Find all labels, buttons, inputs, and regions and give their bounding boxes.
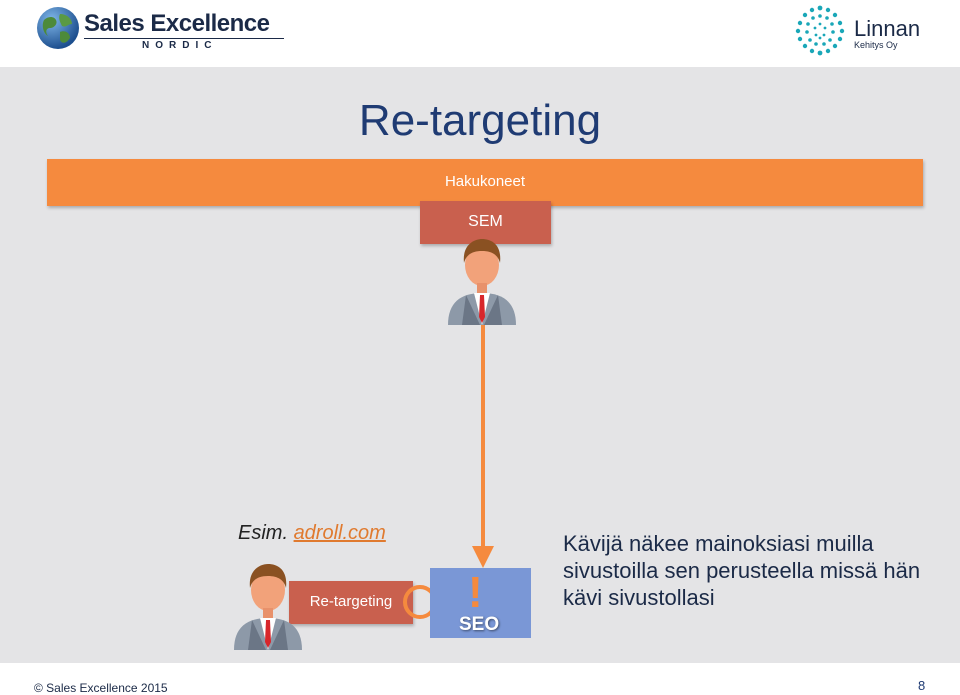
logo-divider	[84, 38, 284, 39]
hakukoneet-bar: Hakukoneet	[47, 159, 923, 206]
linnan-logo[interactable]: Linnan Kehitys Oy	[792, 2, 932, 58]
sales-excellence-logo[interactable]: Sales Excellence NORDIC	[36, 6, 284, 54]
footer	[0, 663, 960, 695]
sem-box: SEM	[420, 201, 551, 244]
linnan-sub: Kehitys Oy	[854, 40, 898, 50]
seo-label: SEO	[459, 614, 500, 635]
person-icon	[234, 564, 302, 650]
description-text: Kävijä näkee mainoksiasi muilla sivustoi…	[563, 531, 921, 610]
seo-exclaim: !	[468, 568, 483, 617]
hakukoneet-label: Hakukoneet	[444, 173, 526, 190]
linnan-dots-icon	[795, 5, 845, 56]
slide-title: Re-targeting	[358, 96, 602, 145]
seo-box: ! SEO	[430, 568, 531, 638]
globe-icon	[37, 7, 79, 49]
logo-name: Sales Excellence	[84, 10, 270, 37]
header: Sales Excellence NORDIC Linnan	[0, 0, 960, 67]
example-link[interactable]: adroll.com	[293, 522, 386, 544]
person-icon	[448, 239, 516, 325]
page-number: 8	[918, 678, 926, 693]
logo-sub: NORDIC	[142, 40, 218, 51]
arrow-down-icon	[472, 318, 494, 568]
sem-label: SEM	[468, 213, 503, 230]
example-prefix: Esim.	[238, 522, 288, 544]
example-text: Esim. adroll.com	[238, 522, 386, 545]
linnan-name: Linnan	[854, 16, 921, 41]
retargeting-box: Re-targeting	[289, 581, 413, 624]
retargeting-label: Re-targeting	[309, 593, 393, 610]
copyright: © Sales Excellence 2015	[34, 681, 168, 695]
